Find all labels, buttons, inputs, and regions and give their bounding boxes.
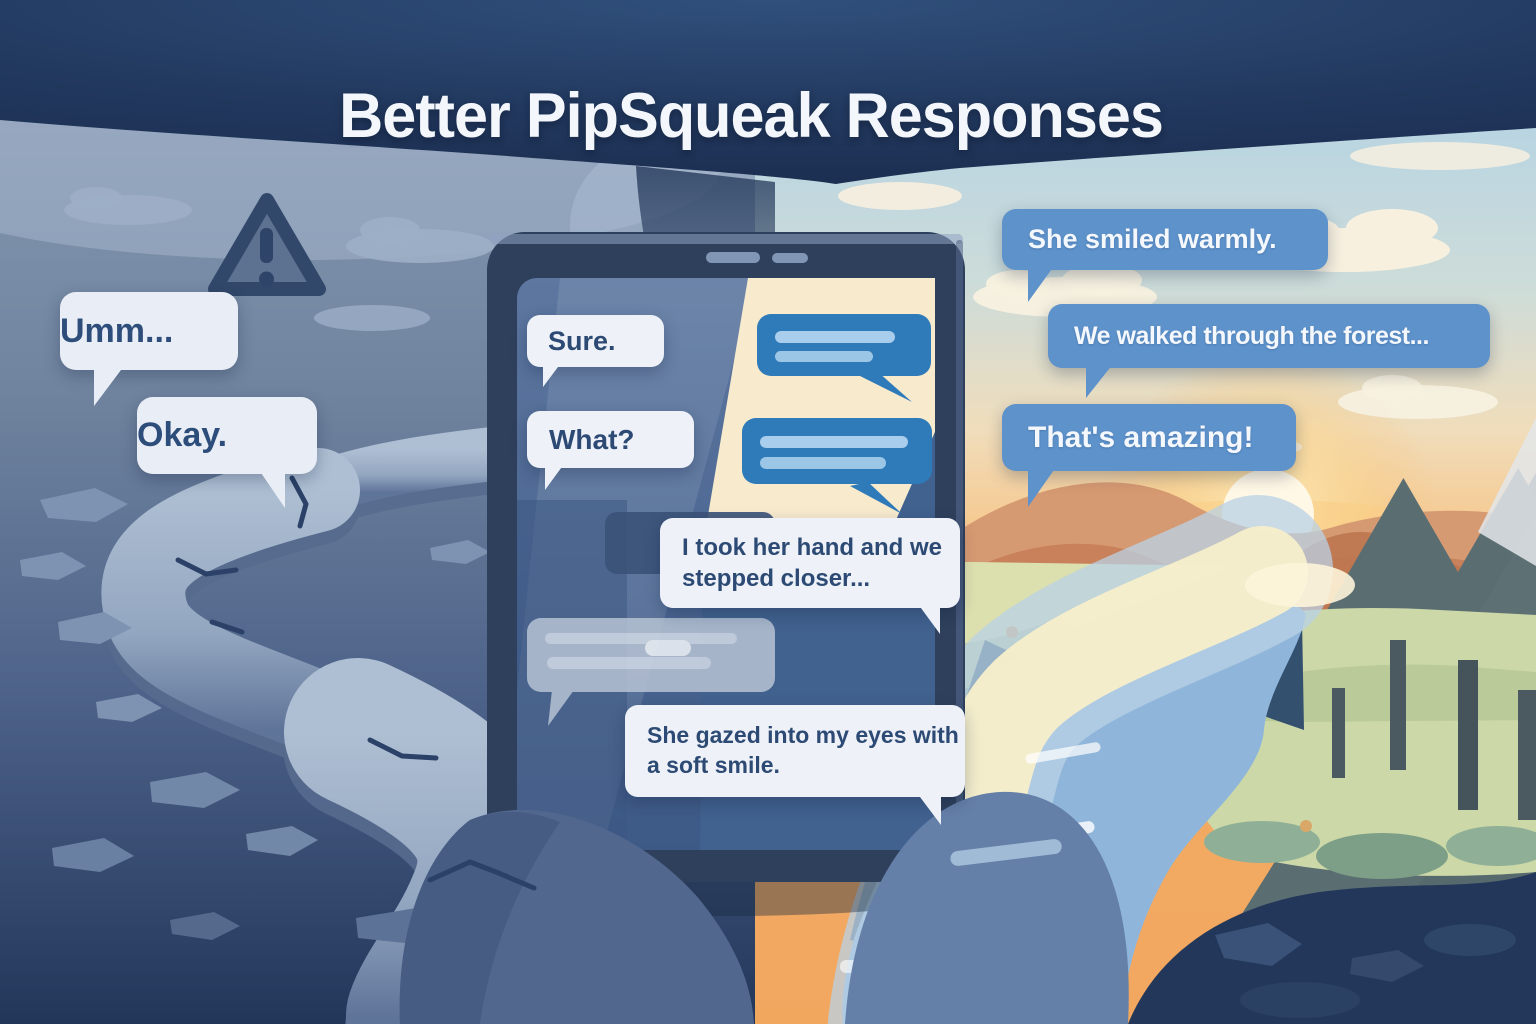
large-pine-trees (1332, 640, 1536, 820)
speech-bubble-what: What? (527, 411, 694, 490)
bubble-tail (1028, 467, 1056, 507)
chat-bubble-blue-2 (742, 418, 932, 514)
bubble-tail (918, 604, 940, 634)
bubble-text: Umm... (60, 311, 174, 350)
bubble-text: What? (549, 423, 635, 455)
speech-bubble-forest: We walked through the forest... (1048, 304, 1490, 398)
warning-triangle-icon (208, 193, 326, 296)
speech-bubble-smiled: She smiled warmly. (1002, 209, 1328, 302)
bubble-tail (94, 366, 124, 406)
bubble-text: She gazed into my eyes with a soft smile… (647, 722, 959, 778)
speech-bubble-hand: I took her hand and we stepped closer... (660, 518, 960, 634)
bubble-tail (1028, 266, 1054, 302)
bubble-tail (259, 470, 285, 508)
chat-bubble-blue-1 (757, 314, 931, 402)
bubble-text: Okay. (137, 416, 228, 454)
dark-foreground-right (1128, 872, 1536, 1024)
camera-pill (772, 253, 808, 263)
page-title: Better PipSqueak Responses (339, 81, 1164, 152)
speech-bubble-sure: Sure. (527, 315, 664, 387)
bubble-text: That's amazing! (1028, 420, 1254, 454)
chat-bubble-gray (527, 618, 775, 726)
foreground-knolls (399, 791, 1129, 1024)
bubble-tail (545, 464, 564, 490)
bubble-tail (543, 363, 561, 387)
speech-bubble-gaze: She gazed into my eyes with a soft smile… (625, 705, 965, 825)
bubble-text: Sure. (548, 325, 616, 356)
sunset-scene (828, 142, 1536, 1024)
speech-bubble-okay: Okay. (137, 397, 317, 508)
mountain-peak (1478, 418, 1536, 566)
bubble-tail (1086, 364, 1113, 398)
bubble-text: We walked through the forest... (1074, 321, 1429, 350)
speaker-pill (706, 252, 760, 263)
speech-bubble-amazing: That's amazing! (1002, 404, 1296, 507)
bubble-text: I took her hand and we stepped closer... (682, 533, 943, 592)
speech-bubble-umm: Umm... (60, 292, 238, 406)
bubble-text: She smiled warmly. (1028, 224, 1277, 254)
bubble-tail (917, 793, 941, 825)
